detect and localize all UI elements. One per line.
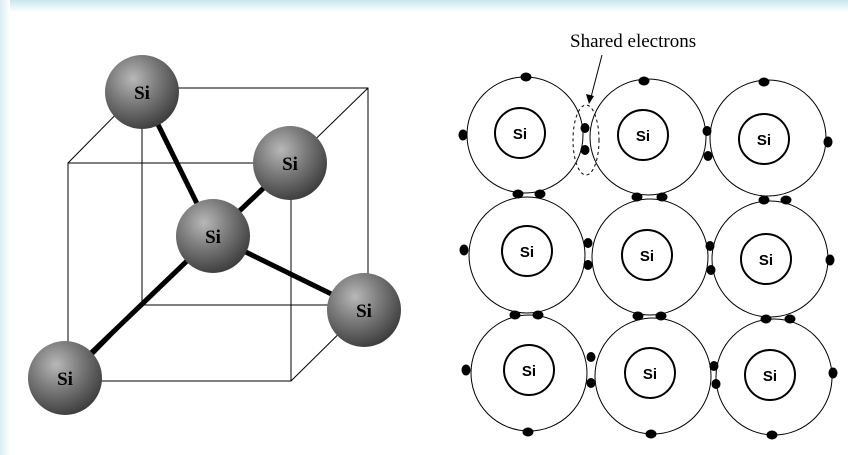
atom-label: Si bbox=[134, 83, 150, 104]
atom-label: Si bbox=[640, 248, 654, 265]
atom-label: Si bbox=[57, 369, 73, 390]
atom-center: Si bbox=[176, 199, 250, 273]
lattice-atom: Si bbox=[466, 76, 584, 194]
lattice-atom: Si bbox=[711, 200, 829, 318]
lattice-atom: Si bbox=[589, 78, 707, 196]
atom-label: Si bbox=[513, 126, 527, 143]
atom-label: Si bbox=[282, 154, 298, 175]
lattice-row-2: Si Si Si bbox=[468, 196, 829, 318]
valence-electrons bbox=[458, 72, 838, 440]
electron-lattice: Shared electrons Si Si Si bbox=[458, 31, 838, 440]
atom-bottom-left: Si bbox=[28, 341, 102, 415]
atom-top-right: Si bbox=[253, 126, 327, 200]
atom-label: Si bbox=[205, 227, 221, 248]
atom-label: Si bbox=[636, 128, 650, 145]
tetrahedral-structure: Si Si Si Si Si bbox=[28, 55, 401, 415]
atom-label: Si bbox=[356, 301, 372, 322]
atom-right: Si bbox=[327, 273, 401, 347]
atom-label: Si bbox=[757, 132, 771, 149]
lattice-atom: Si bbox=[715, 318, 833, 436]
lattice-row-3: Si Si Si bbox=[470, 314, 833, 436]
border-glow-top bbox=[0, 0, 848, 12]
lattice-atom: Si bbox=[594, 317, 712, 435]
atom-label: Si bbox=[643, 366, 657, 383]
lattice-atom: Si bbox=[591, 198, 709, 316]
lattice-atom: Si bbox=[470, 314, 588, 432]
lattice-atom: Si bbox=[468, 196, 586, 314]
callout-arrow-line bbox=[589, 54, 603, 102]
border-glow-left bbox=[0, 0, 10, 455]
shared-electrons-caption: Shared electrons bbox=[570, 31, 696, 52]
atom-label: Si bbox=[520, 244, 534, 261]
lattice-atom: Si bbox=[709, 79, 827, 197]
atom-label: Si bbox=[522, 363, 536, 380]
atom-top-left: Si bbox=[105, 55, 179, 129]
atom-label: Si bbox=[763, 368, 777, 385]
lattice-row-1: Si Si Si bbox=[466, 76, 827, 197]
shared-electrons-highlight bbox=[572, 104, 600, 176]
callout-arrowhead bbox=[586, 94, 594, 104]
atom-label: Si bbox=[759, 252, 773, 269]
